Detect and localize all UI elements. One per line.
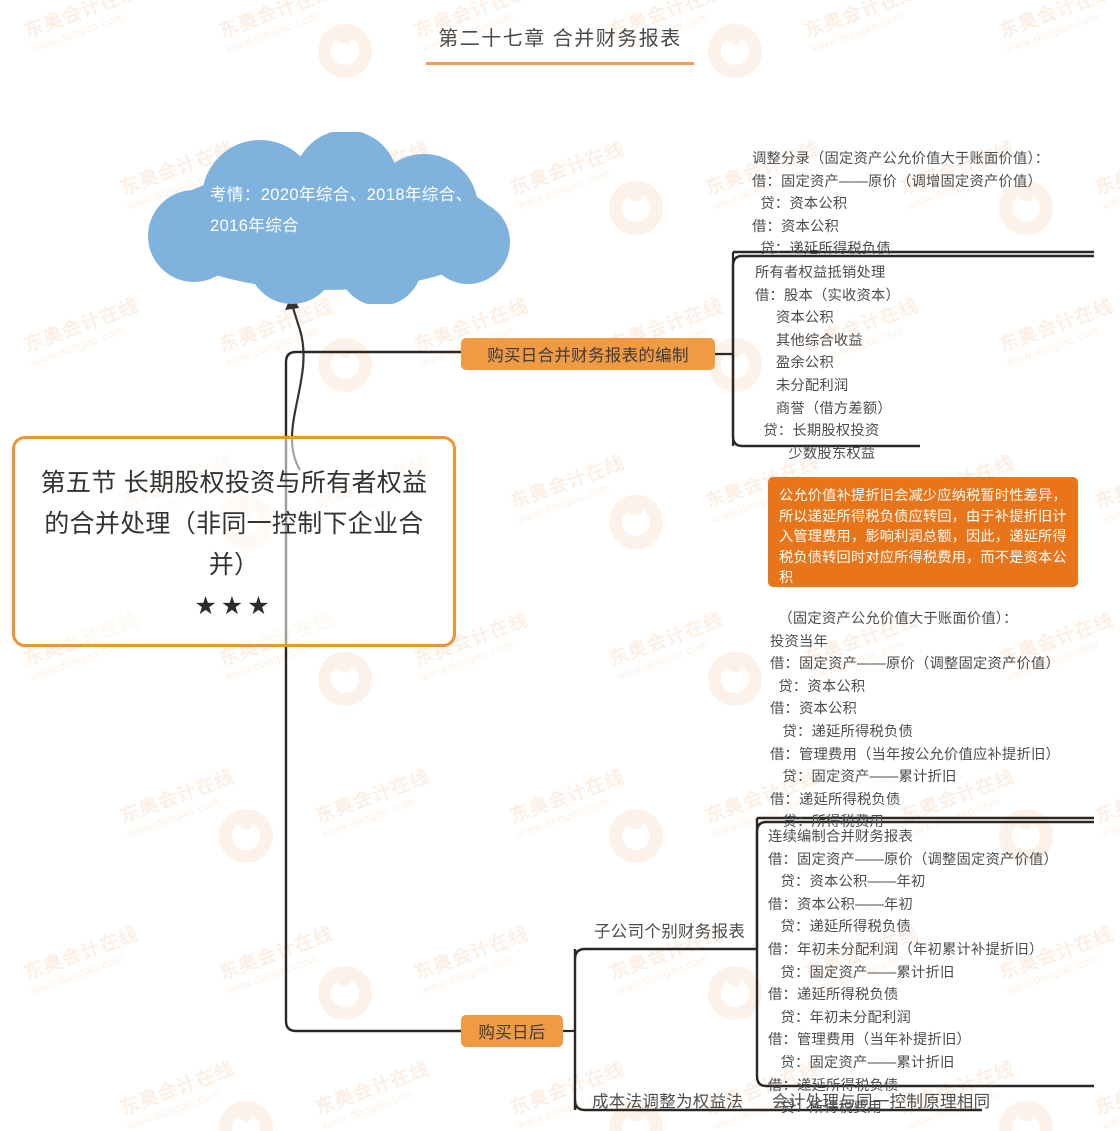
bracket-sub-statement-top [573,947,757,960]
branch-after-buy-label[interactable]: 购买日后 [461,1015,563,1047]
page-title-container: 第二十七章 合并财务报表 [0,22,1120,65]
connector-root-to-afterbuy [284,560,461,1033]
title-underline-rule [426,62,694,65]
bracket-continuous [755,820,1094,1088]
label-subsidiary-statement[interactable]: 子公司个别财务报表 [594,923,746,941]
page-title: 第二十七章 合并财务报表 [438,28,682,50]
cloud-shape-icon [148,132,510,304]
detail-continuous-consolidation: 连续编制合并财务报表 借：固定资产——原价（调整固定资产价值） 贷：资本公积——… [768,829,1058,1117]
root-node[interactable]: 第五节 长期股权投资与所有者权益的合并处理（非同一控制下企业合并） ★★★ [12,436,456,647]
connector-root-to-buydate [284,350,461,560]
detail-adjust-entry: 调整分录（固定资产公允价值大于账面价值）： 借：固定资产——原价（调增固定资产价… [752,151,1050,258]
label-same-control-principle[interactable]: 会计处理与同一控制原理相同 [772,1093,991,1111]
cloud-node[interactable]: 考情：2020年综合、2018年综合、2016年综合 [132,132,528,304]
label-cost-to-equity-method[interactable]: 成本法调整为权益法 [592,1093,744,1111]
root-node-title: 第五节 长期股权投资与所有者权益的合并处理（非同一控制下企业合并） [40,468,428,579]
bracket-cost-to-equity [573,1099,757,1112]
detail-invest-year: （固定资产公允价值大于账面价值）： 投资当年 借：固定资产——原价（调整固定资产… [770,611,1060,831]
highlight-note-text: 公允价值补提折旧会减少应纳税暂时性差异，所以递延所得税负债应转回，由于补提折旧计… [779,488,1067,586]
difficulty-stars: ★★★ [194,591,274,620]
highlight-note-box: 公允价值补提折旧会减少应纳税暂时性差异，所以递延所得税负债应转回，由于补提折旧计… [768,477,1078,587]
detail-equity-offset: 所有者权益抵销处理 借：股本（实收资本） 资本公积 其他综合收益 盈余公积 未分… [755,265,900,462]
branch-buy-date-label[interactable]: 购买日合并财务报表的编制 [461,338,715,370]
bracket-equity-offset [731,254,1094,448]
cloud-text: 考情：2020年综合、2018年综合、2016年综合 [210,186,473,235]
